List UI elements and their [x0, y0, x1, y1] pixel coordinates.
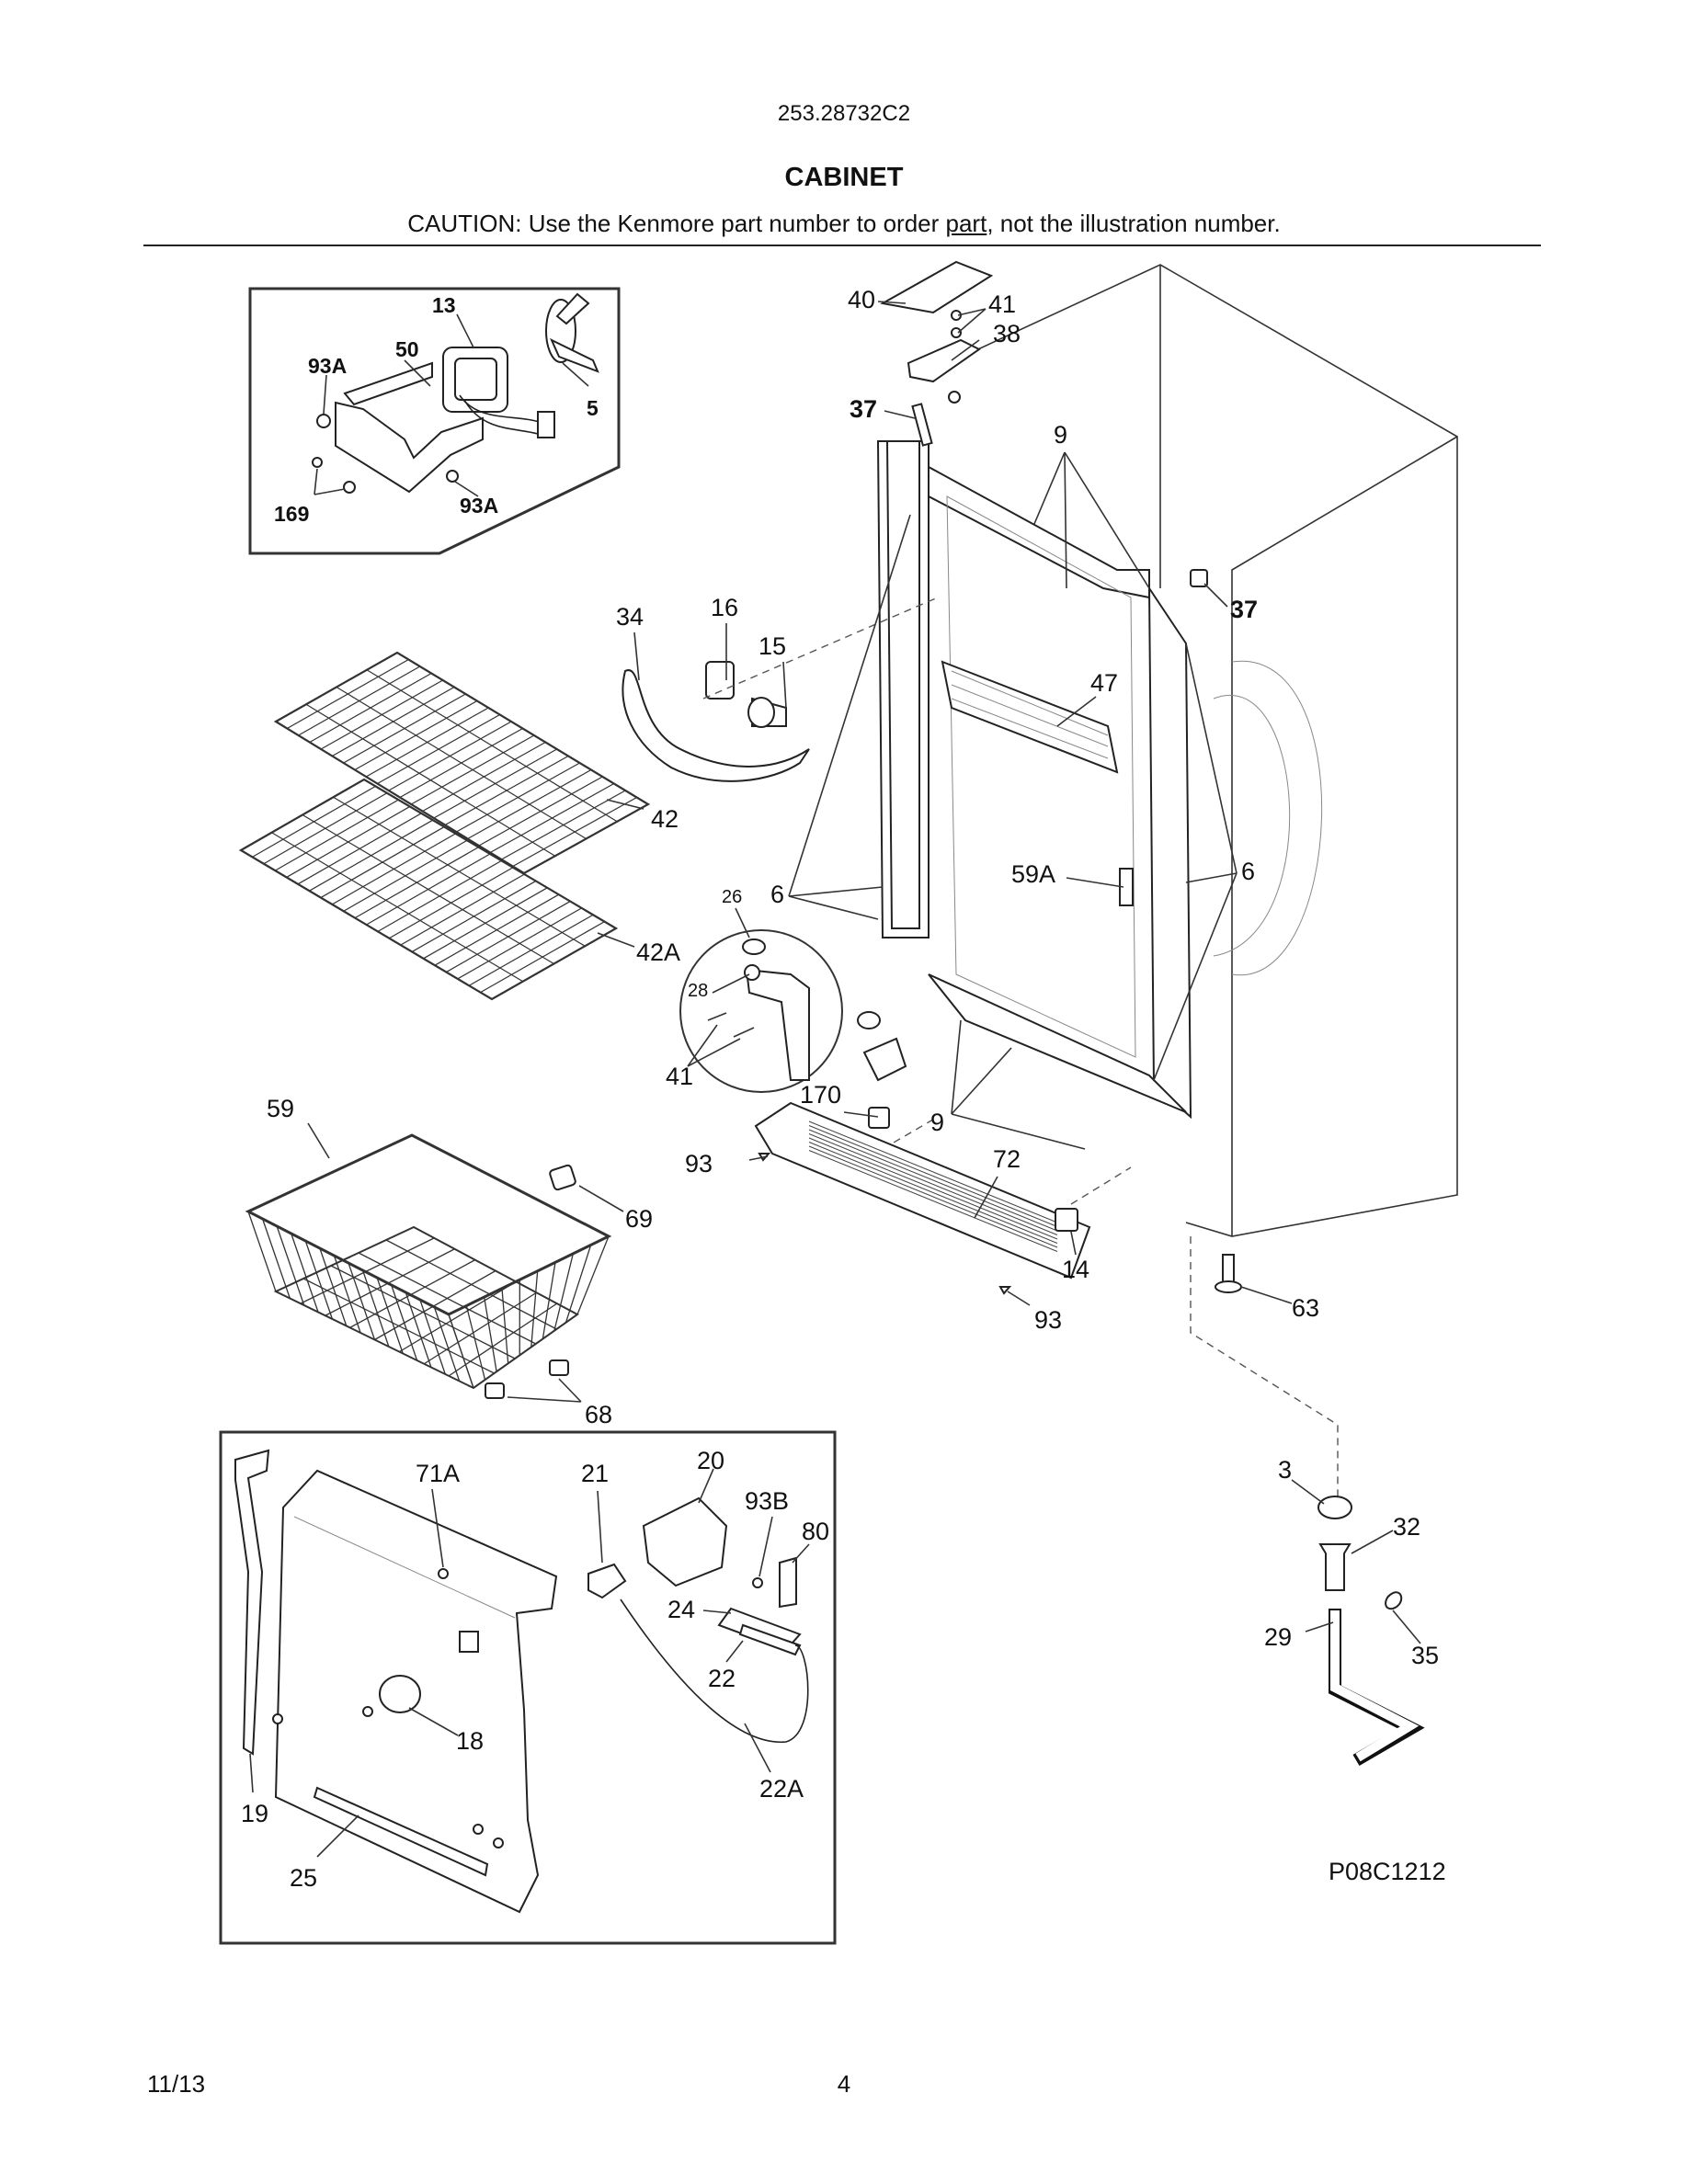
cabinet-body [622, 260, 1458, 1507]
label-72: 72 [993, 1145, 1021, 1173]
label-29: 29 [1264, 1623, 1292, 1651]
label-93a-top: 93A [308, 354, 347, 378]
footer-page-number: 4 [837, 2070, 851, 2098]
label-26: 26 [722, 887, 742, 907]
inset-hinge-circle: 26 28 41 [666, 887, 843, 1093]
label-50: 50 [395, 337, 419, 361]
leveling-leg [1215, 1254, 1242, 1293]
label-93b: 93B [745, 1487, 789, 1515]
label-28: 28 [688, 981, 708, 1001]
label-20: 20 [697, 1447, 724, 1474]
kick-plate-grille [754, 1101, 1091, 1295]
label-42a: 42A [636, 938, 680, 966]
caution-text-start: CAUTION: Use the Kenmore part number to … [407, 210, 946, 237]
label-3: 3 [1278, 1456, 1292, 1484]
inset-rear-panel: 20 71A 21 93B 80 24 22 18 22A 19 25 [219, 1430, 837, 1945]
label-5: 5 [587, 396, 599, 420]
label-42: 42 [651, 805, 679, 833]
label-37-right: 37 [1230, 596, 1258, 623]
section-title: CABINET [784, 163, 904, 192]
callout-labels: 40 41 38 37 9 37 34 16 15 47 42 42A 6 59… [267, 286, 1446, 1885]
label-68: 68 [585, 1401, 612, 1428]
label-38: 38 [993, 320, 1021, 347]
label-6-left: 6 [770, 881, 784, 908]
label-21: 21 [581, 1460, 609, 1487]
label-9-bottom: 9 [930, 1109, 944, 1136]
label-15: 15 [758, 632, 786, 660]
label-170: 170 [800, 1081, 841, 1109]
label-32: 32 [1393, 1513, 1420, 1541]
label-25: 25 [290, 1864, 317, 1892]
label-69: 69 [625, 1205, 653, 1233]
caution-text-end: , not the illustration number. [987, 210, 1281, 237]
label-19: 19 [241, 1800, 268, 1827]
label-47: 47 [1090, 669, 1118, 697]
diagram-code: P08C1212 [1329, 1858, 1446, 1885]
inset-fan-assembly: 13 50 93A 5 169 93A [248, 287, 621, 555]
label-6-right: 6 [1241, 858, 1255, 885]
label-59: 59 [267, 1095, 294, 1122]
label-9-top: 9 [1054, 421, 1067, 449]
label-41: 41 [988, 290, 1016, 318]
leader-lines [307, 301, 1421, 1644]
label-16: 16 [711, 594, 738, 621]
model-number: 253.28732C2 [777, 101, 911, 126]
caution-underlined-word: part [945, 210, 987, 237]
label-24: 24 [667, 1596, 695, 1623]
label-41-hinge: 41 [666, 1063, 693, 1090]
label-59a: 59A [1011, 860, 1055, 888]
wire-shelves [238, 651, 651, 1001]
label-93-top: 93 [685, 1150, 713, 1177]
label-93a-bottom: 93A [460, 494, 498, 518]
label-22a: 22A [759, 1775, 804, 1803]
header-rule [143, 245, 1541, 246]
label-18: 18 [456, 1727, 484, 1755]
label-93-bottom: 93 [1034, 1306, 1062, 1334]
label-63: 63 [1292, 1294, 1319, 1322]
label-13: 13 [432, 293, 456, 317]
label-35: 35 [1411, 1642, 1439, 1669]
wire-basket [245, 1133, 612, 1399]
label-37-top: 37 [850, 395, 877, 423]
label-71a: 71A [416, 1460, 460, 1487]
label-40: 40 [848, 286, 875, 313]
caution-notice: CAUTION: Use the Kenmore part number to … [0, 210, 1688, 238]
label-14: 14 [1062, 1256, 1089, 1283]
label-22: 22 [708, 1665, 736, 1692]
label-169: 169 [274, 502, 309, 526]
footer-date: 11/13 [147, 2070, 206, 2098]
drain-hose-assembly [1317, 1496, 1425, 1767]
label-34: 34 [616, 603, 644, 631]
label-80: 80 [802, 1518, 829, 1545]
